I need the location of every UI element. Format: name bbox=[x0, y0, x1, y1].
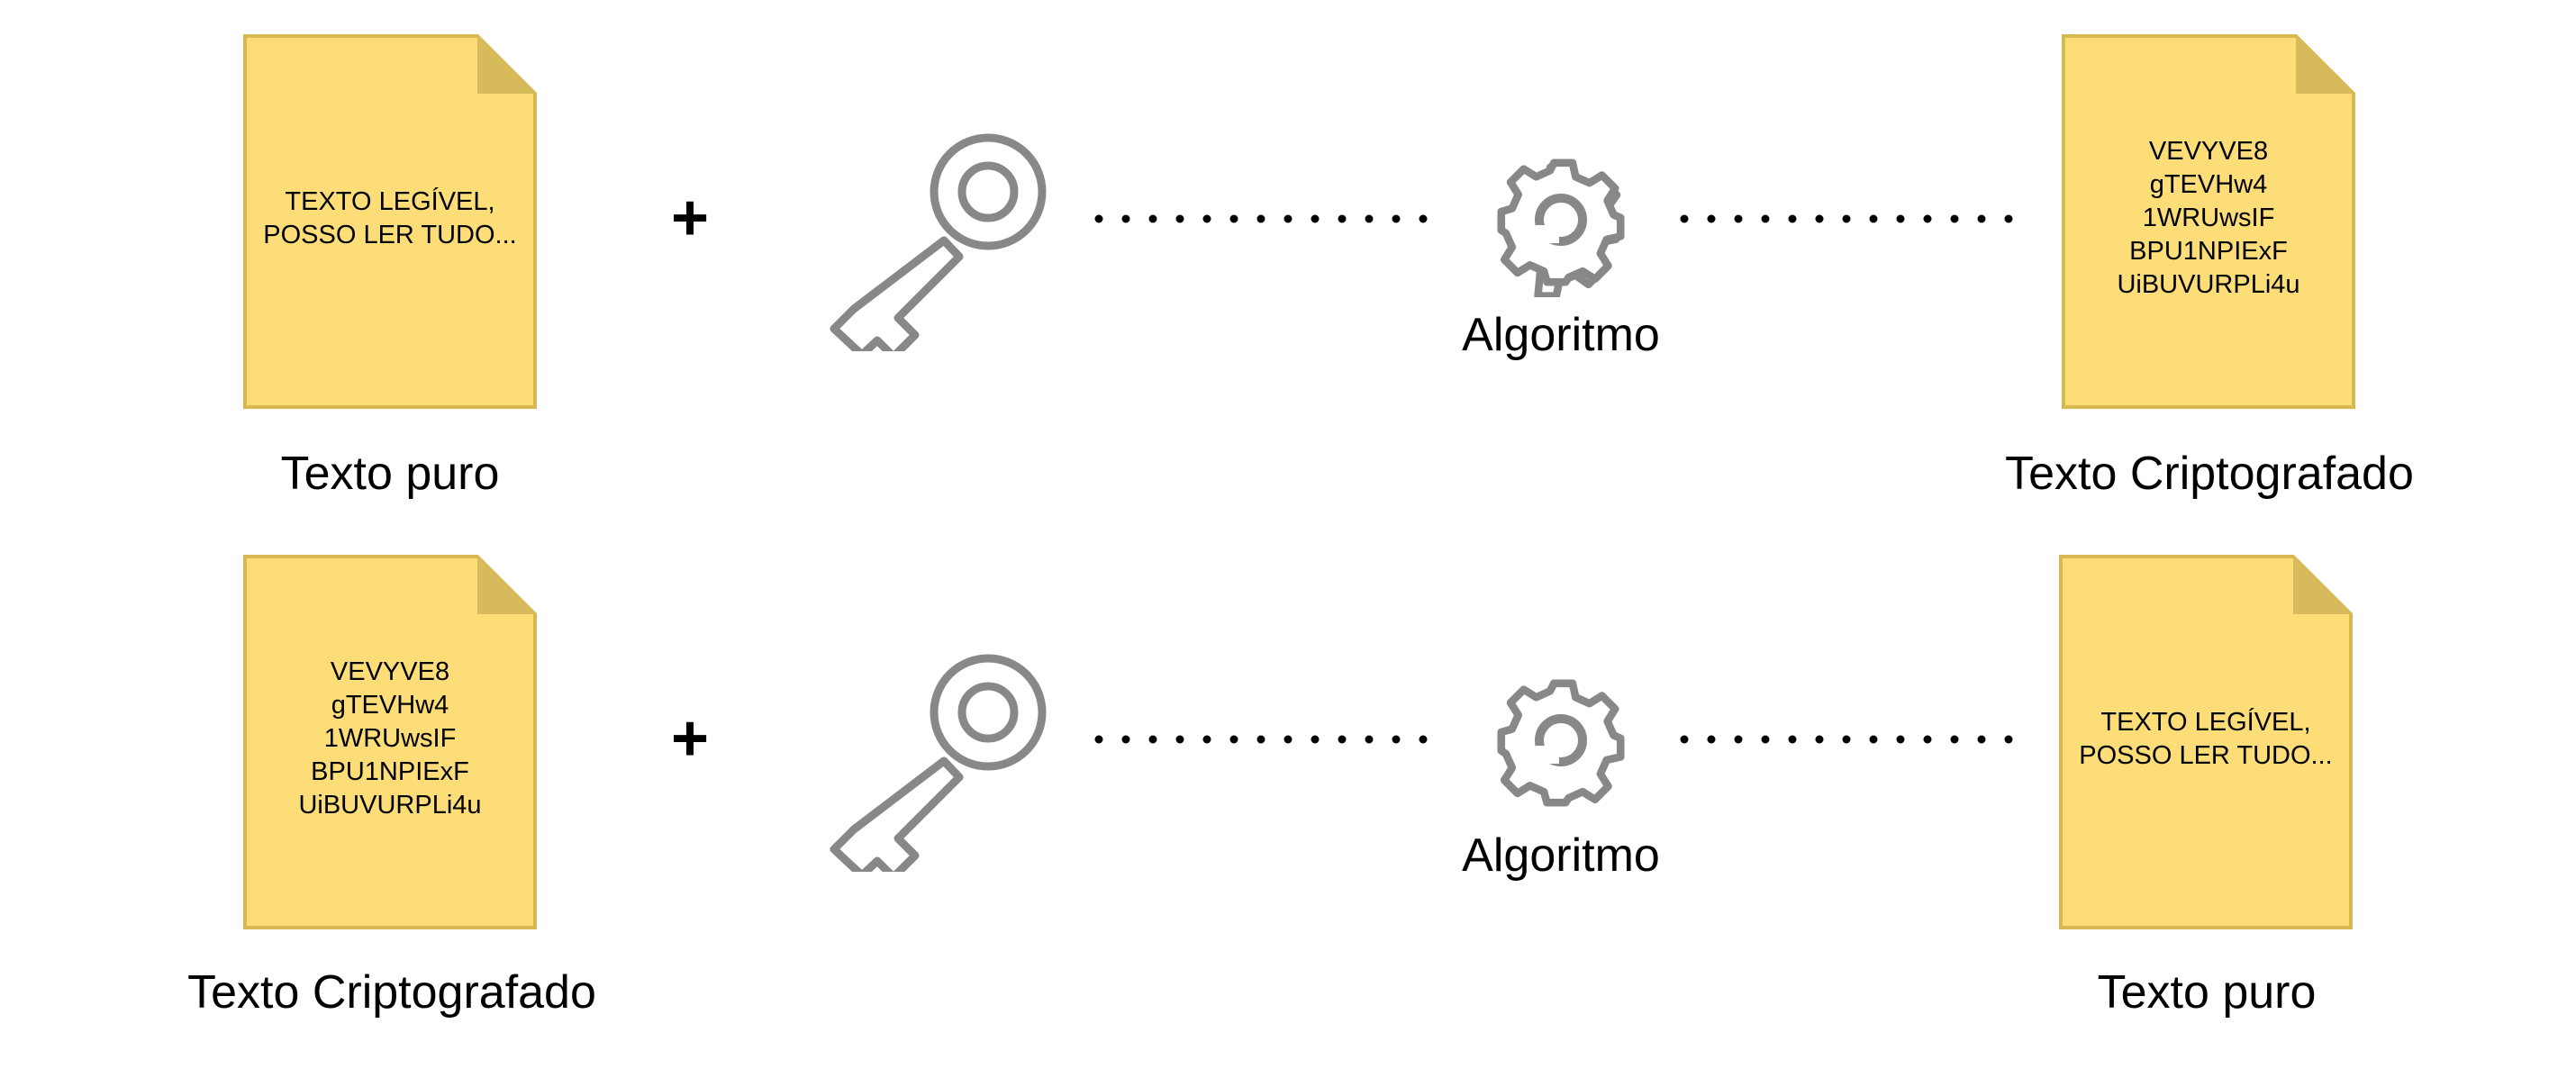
gear-icon bbox=[1486, 668, 1636, 818]
decryption-row: VEVYVE8 gTEVHw4 1WRUwsIF BPU1NPIExF UiBU… bbox=[0, 521, 2576, 1043]
document-text: VEVYVE8 gTEVHw4 1WRUwsIF BPU1NPIExF UiBU… bbox=[2117, 137, 2300, 299]
document-text: TEXTO LEGÍVEL, POSSO LER TUDO... bbox=[2079, 708, 2333, 770]
algorithm-label: Algoritmo bbox=[1462, 829, 1660, 882]
ciphertext-document: VEVYVE8 gTEVHw4 1WRUwsIF BPU1NPIExF UiBU… bbox=[243, 555, 537, 929]
encryption-row: TEXTO LEGÍVEL, POSSO LER TUDO... Texto p… bbox=[0, 0, 2576, 522]
ciphertext-document: VEVYVE8 gTEVHw4 1WRUwsIF BPU1NPIExF UiBU… bbox=[2062, 34, 2355, 409]
dotted-connector-left bbox=[1094, 735, 1428, 744]
input-caption: Texto Criptografado bbox=[187, 966, 596, 1019]
algorithm-label: Algoritmo bbox=[1462, 309, 1660, 361]
plus-operator: + bbox=[670, 182, 710, 254]
document-shape bbox=[243, 555, 537, 929]
dotted-connector-right bbox=[1680, 214, 2013, 223]
gear-icon bbox=[1486, 148, 1636, 300]
document-text: TEXTO LEGÍVEL, POSSO LER TUDO... bbox=[263, 187, 517, 249]
key-icon bbox=[829, 651, 1054, 882]
dotted-connector-right bbox=[1680, 735, 2013, 744]
key-icon bbox=[829, 131, 1054, 361]
document-text: VEVYVE8 gTEVHw4 1WRUwsIF BPU1NPIExF UiBU… bbox=[298, 657, 482, 820]
plaintext-document: TEXTO LEGÍVEL, POSSO LER TUDO... bbox=[243, 34, 537, 409]
document-shape bbox=[243, 34, 537, 409]
dotted-connector-left bbox=[1094, 214, 1428, 223]
output-caption: Texto Criptografado bbox=[2005, 448, 2414, 500]
output-caption: Texto puro bbox=[2097, 966, 2317, 1019]
document-shape bbox=[2059, 555, 2353, 929]
plus-operator: + bbox=[670, 702, 710, 775]
plaintext-document: TEXTO LEGÍVEL, POSSO LER TUDO... bbox=[2059, 555, 2353, 929]
document-shape bbox=[2062, 34, 2355, 409]
input-caption: Texto puro bbox=[280, 448, 500, 500]
